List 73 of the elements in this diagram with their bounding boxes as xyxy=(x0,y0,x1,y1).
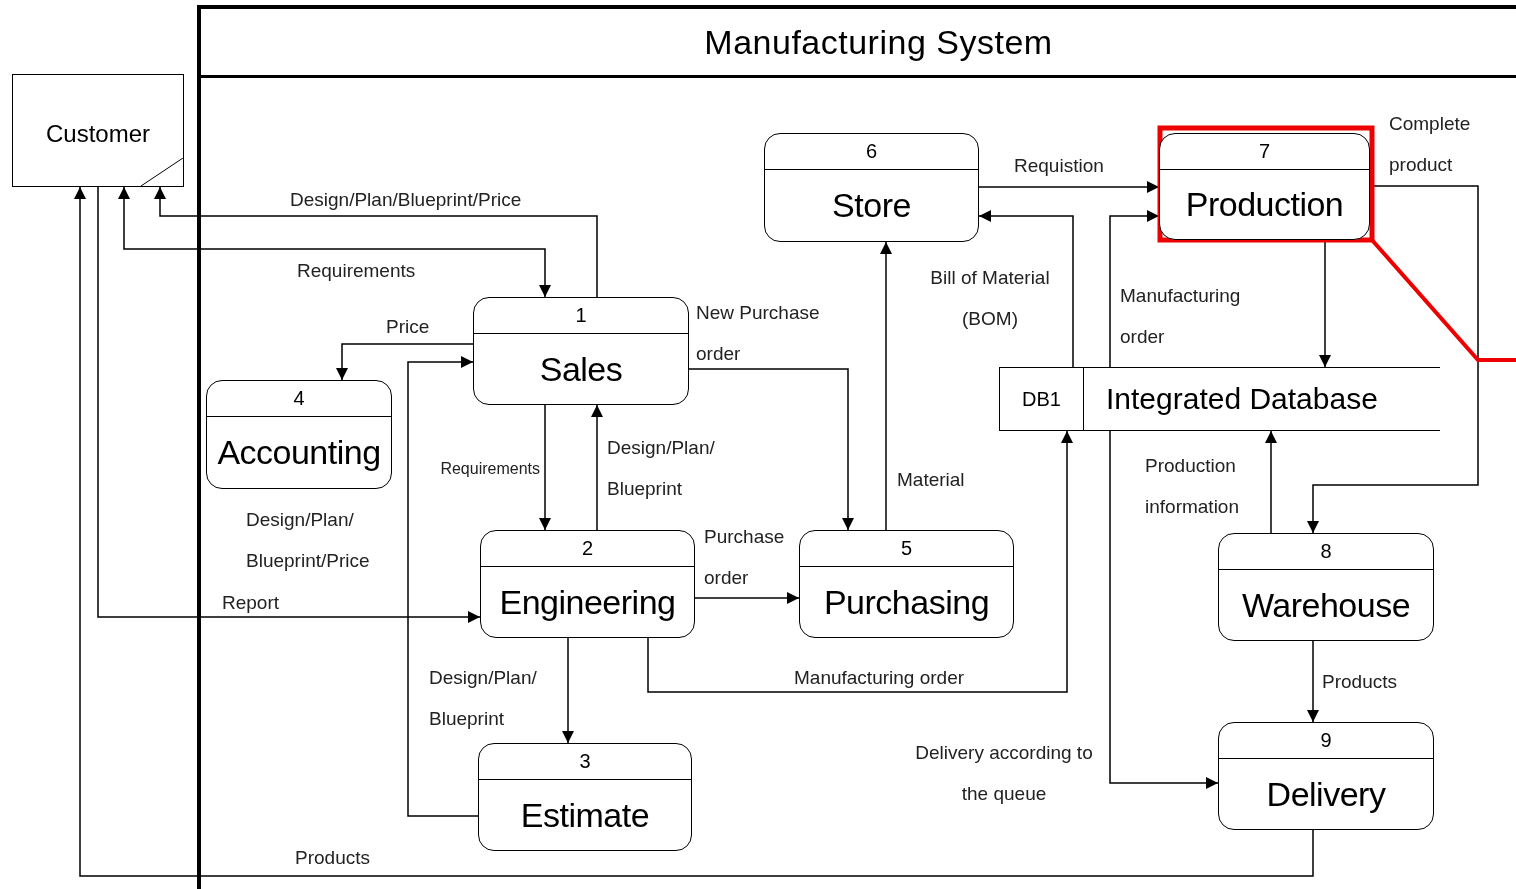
process-box xyxy=(473,297,689,405)
edge-label: Manufacturing order xyxy=(1120,284,1242,349)
process-box xyxy=(478,743,692,851)
arrow xyxy=(591,404,603,531)
edge-label: Design/Plan/ Blueprint/Price xyxy=(246,508,371,573)
process-box xyxy=(480,530,695,638)
process-name: Production xyxy=(1185,185,1344,224)
edge-label: Manufacturing order xyxy=(794,666,966,690)
process-name: Accounting xyxy=(217,433,381,472)
arrow xyxy=(74,186,1314,877)
arrow xyxy=(688,368,854,531)
arrow xyxy=(336,343,474,381)
arrow xyxy=(1307,185,1479,534)
process-number: 2 xyxy=(581,537,594,560)
arrow xyxy=(1265,430,1277,534)
arrow xyxy=(562,637,574,744)
external-entity-box xyxy=(12,74,184,187)
edge-label: New Purchase order xyxy=(696,301,821,366)
store-name: Integrated Database xyxy=(1106,382,1378,416)
process-number: 5 xyxy=(900,537,913,560)
arrow xyxy=(978,181,1160,193)
edge-label: Complete product xyxy=(1389,112,1472,177)
edge-label: Requistion xyxy=(1014,154,1105,178)
arrow xyxy=(539,404,551,531)
arrow xyxy=(880,241,892,531)
edge-label: Purchase order xyxy=(704,525,786,590)
edge-label: Report xyxy=(222,591,281,615)
arrow xyxy=(407,356,479,817)
process-name: Warehouse xyxy=(1241,585,1411,625)
edge-label: Design/Plan/Blueprint/Price xyxy=(290,188,523,212)
process-name: Estimate xyxy=(520,795,650,835)
edge-label: Material xyxy=(897,468,966,492)
process-box xyxy=(764,133,979,242)
edge-label: Delivery according to the queue xyxy=(914,741,1094,806)
process-name: Engineering xyxy=(499,582,676,622)
system-boundary xyxy=(197,5,1516,889)
edge-label: Products xyxy=(1322,670,1398,694)
edge-label: Design/Plan/ Blueprint xyxy=(607,436,716,501)
store-id: DB1 xyxy=(1022,387,1061,411)
process-number: 8 xyxy=(1320,540,1332,563)
process-number: 7 xyxy=(1258,140,1271,163)
process-number: 9 xyxy=(1320,729,1332,752)
process-name: Purchasing xyxy=(823,582,990,622)
arrow xyxy=(1307,640,1319,723)
edge-label: Price xyxy=(386,315,431,339)
process-name: Delivery xyxy=(1266,774,1386,814)
process-box xyxy=(799,530,1014,638)
arrow xyxy=(118,186,551,298)
process-box xyxy=(1218,533,1434,641)
process-box xyxy=(206,380,392,489)
edge-label: Production information xyxy=(1145,454,1240,519)
entity-name: Customer xyxy=(46,119,150,148)
process-number: 6 xyxy=(865,140,878,163)
arrow xyxy=(1109,430,1219,789)
arrow xyxy=(154,186,598,298)
edge-label: Design/Plan/ Blueprint xyxy=(429,666,538,731)
arrow xyxy=(647,430,1073,693)
process-name: Sales xyxy=(539,349,623,389)
edge-label: Products xyxy=(295,846,371,870)
arrow xyxy=(694,592,800,604)
process-box xyxy=(1218,722,1434,830)
edge-label: Requirements xyxy=(439,459,540,479)
process-number: 3 xyxy=(579,750,591,773)
boundary-heading: Manufacturing System xyxy=(703,22,1053,62)
data-store xyxy=(999,367,1440,431)
process-number: 1 xyxy=(575,304,587,327)
arrow xyxy=(97,186,481,623)
arrow xyxy=(1109,210,1160,368)
edge-label: Bill of Material (BOM) xyxy=(929,266,1051,331)
process-number: 4 xyxy=(293,387,305,410)
edge-label: Requirements xyxy=(297,259,417,283)
arrow xyxy=(978,210,1074,368)
process-name: Store xyxy=(832,186,911,225)
